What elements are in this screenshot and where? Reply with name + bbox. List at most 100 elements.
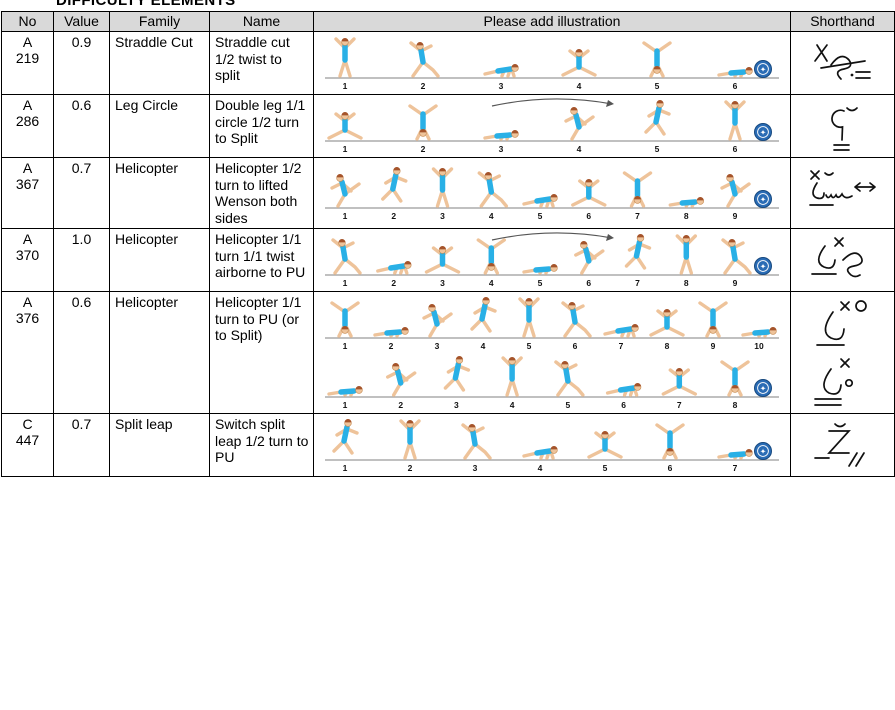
frame-number: 3	[473, 463, 478, 473]
gymnast-figure	[668, 197, 704, 208]
element-value: 0.7	[53, 413, 110, 478]
frame-number: 5	[655, 144, 660, 154]
frame-number: 2	[391, 278, 396, 288]
gymnast-figure	[424, 246, 461, 274]
element-no-letter: A	[22, 160, 33, 176]
difficulty-elements-table: No Value Family Name Please add illustra…	[1, 11, 895, 478]
svg-text:✦: ✦	[760, 65, 767, 74]
element-value: 0.6	[53, 291, 110, 415]
frame-number: 4	[538, 463, 543, 473]
element-value: 1.0	[53, 228, 110, 293]
gymnast-figure	[330, 174, 361, 208]
element-no: A 367	[1, 156, 54, 230]
gymnast-figure	[327, 386, 363, 397]
fig-logo-badge: ✦	[754, 123, 772, 141]
double-leg-circle-half-turn-to-split-symbol	[792, 98, 894, 154]
frame-number: 7	[733, 463, 738, 473]
frame-number: 2	[389, 341, 394, 351]
gymnast-figure	[561, 301, 592, 338]
frame-number: 4	[510, 400, 515, 410]
gymnast-figure	[622, 171, 653, 208]
gymnast-figure	[461, 423, 492, 460]
element-shorthand	[790, 94, 895, 158]
gymnast-figure	[605, 383, 642, 397]
element-name: Helicopter 1/1 turn 1/1 twist airborne t…	[209, 228, 314, 293]
frame-number: 4	[577, 144, 582, 154]
svg-text:✦: ✦	[760, 195, 767, 204]
gymnast-figure	[381, 167, 408, 203]
element-no-letter: A	[22, 294, 33, 311]
gymnast-figure	[564, 107, 595, 141]
col-header-name: Name	[209, 11, 314, 32]
frame-number: 5	[527, 341, 532, 351]
frame-number: 2	[398, 400, 403, 410]
frame-number: 5	[603, 463, 608, 473]
gymnast-figure	[522, 264, 558, 275]
frame-number: 3	[499, 81, 504, 91]
fig-logo-badge: ✦	[754, 442, 772, 461]
frame-number: 9	[711, 341, 716, 351]
frame-number: 1	[343, 81, 348, 91]
element-no-number: 376	[15, 310, 40, 327]
gymnast-figure	[661, 368, 697, 396]
gymnast-figure	[720, 360, 750, 397]
illustration-strip: 1 2 3 4 5 6 7 ✦	[316, 416, 788, 474]
gymnast-figure	[334, 37, 356, 78]
frame-number: 6	[733, 81, 738, 91]
frame-number: 7	[677, 400, 682, 410]
element-name: Straddle cut 1/2 twist to split	[209, 31, 314, 95]
element-no-letter: C	[22, 416, 33, 433]
frame-number: 1	[343, 463, 348, 473]
table-row: A 219 0.9 Straddle Cut Straddle cut 1/2 …	[1, 31, 895, 95]
element-family: Helicopter	[109, 291, 210, 415]
gymnast-figure	[399, 419, 421, 460]
element-family: Leg Circle	[109, 94, 210, 158]
gymnast-figure	[483, 64, 519, 78]
gymnast-figure	[624, 234, 652, 270]
element-name: Helicopter 1/2 turn to lifted Wenson bot…	[209, 156, 314, 230]
element-no-letter: A	[22, 97, 33, 113]
frame-number: 7	[635, 211, 640, 221]
frame-number: 6	[668, 463, 673, 473]
gymnast-figure	[522, 446, 558, 460]
frame-number: 5	[538, 278, 543, 288]
fig-logo-badge: ✦	[754, 60, 772, 78]
gymnast-figure	[554, 360, 585, 397]
col-header-value: Value	[53, 11, 110, 32]
element-name: Helicopter 1/1 turn to PU (or to Split)	[209, 291, 314, 415]
gymnast-figure	[409, 41, 440, 78]
switch-split-leap-half-turn-to-pu-symbol	[792, 417, 894, 473]
gymnast-figure	[587, 431, 623, 459]
frame-number: 2	[408, 463, 413, 473]
element-family: Straddle Cut	[109, 31, 210, 95]
page-title-text: DIFFICULTY ELEMENTS	[56, 0, 236, 9]
gymnast-figure	[649, 309, 685, 337]
gymnast-figure	[422, 304, 453, 338]
frame-number: 3	[454, 400, 459, 410]
frame-number: 2	[421, 144, 426, 154]
frame-number: 7	[619, 341, 624, 351]
frame-number: 6	[621, 400, 626, 410]
gymnast-figure	[717, 67, 753, 78]
frame-number: 3	[440, 278, 445, 288]
table-row: A 376 0.6 Helicopter Helicopter 1/1 turn…	[1, 291, 895, 415]
frame-number: 1	[343, 400, 348, 410]
element-shorthand	[790, 291, 895, 415]
col-header-illustration: Please add illustration	[313, 11, 791, 32]
frame-number: 6	[573, 341, 578, 351]
helicopter-full-turn-full-twist-airborne-pu-symbol	[792, 232, 894, 288]
table-header-row: No Value Family Name Please add illustra…	[1, 11, 895, 32]
gymnast-figure	[522, 194, 558, 208]
gymnast-figure	[518, 297, 540, 338]
table-row: C 447 0.7 Split leap Switch split leap 1…	[1, 413, 895, 478]
element-shorthand	[790, 228, 895, 293]
gymnast-figure	[331, 238, 362, 275]
